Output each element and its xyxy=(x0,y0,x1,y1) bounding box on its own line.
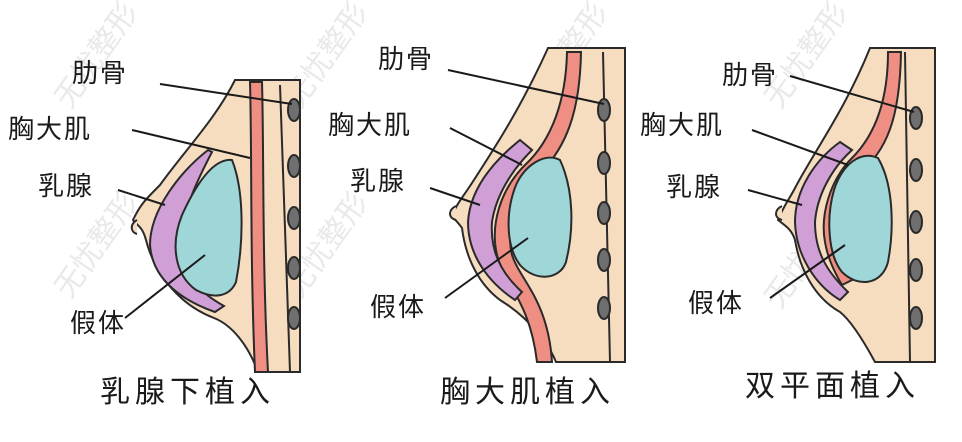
nipple xyxy=(130,219,138,235)
label-implant: 假体 xyxy=(688,289,744,319)
leader-lines xyxy=(429,69,605,299)
panel-dual-plane: 肋骨 胸大肌 乳腺 假体 双平面植入 xyxy=(640,47,936,404)
rib xyxy=(909,306,923,330)
mammary-gland xyxy=(793,140,854,302)
label-rib: 肋骨 xyxy=(72,59,128,89)
rib xyxy=(287,154,301,178)
rib xyxy=(909,158,923,182)
panel-caption: 乳腺下植入 xyxy=(100,375,275,410)
mammary-gland xyxy=(466,138,534,302)
leader-lines xyxy=(747,75,915,299)
chest-wall-line xyxy=(904,51,911,363)
label-pectoralis: 胸大肌 xyxy=(328,111,412,141)
label-gland: 乳腺 xyxy=(350,167,406,197)
leader-line-rib xyxy=(159,83,293,105)
leader-line-implant xyxy=(444,237,529,299)
watermark-text: 无忧整形 xyxy=(758,0,855,115)
rib xyxy=(597,248,611,272)
leader-line-pectoralis xyxy=(449,127,523,166)
leader-line-pectoralis xyxy=(751,129,849,166)
rib xyxy=(597,296,611,320)
nipple xyxy=(449,205,457,221)
panel-caption: 胸大肌植入 xyxy=(440,375,615,410)
leader-line-gland xyxy=(429,187,481,206)
leader-line-rib xyxy=(447,69,605,105)
panel-submuscular: 肋骨 胸大肌 乳腺 假体 胸大肌植入 xyxy=(328,45,626,410)
leader-line-gland xyxy=(747,189,803,206)
implant xyxy=(507,156,573,278)
leader-line-pectoralis xyxy=(131,129,251,159)
rib xyxy=(287,206,301,230)
rib xyxy=(287,98,301,122)
pectoralis-muscle xyxy=(248,81,270,373)
watermark-text: 无忧整形 xyxy=(48,0,145,115)
label-gland: 乳腺 xyxy=(38,172,94,202)
watermark-text: 无忧整形 xyxy=(48,186,145,304)
rib xyxy=(909,210,923,234)
label-pectoralis: 胸大肌 xyxy=(640,111,724,141)
rib xyxy=(597,201,611,225)
rib xyxy=(287,306,301,330)
leader-line-rib xyxy=(789,75,915,113)
label-rib: 肋骨 xyxy=(722,61,778,91)
rib-column xyxy=(287,98,301,330)
rib xyxy=(597,98,611,122)
leader-line-implant xyxy=(769,244,846,299)
leader-lines xyxy=(117,83,293,319)
leader-line-implant xyxy=(124,254,206,319)
rib xyxy=(909,106,923,130)
leader-line-gland xyxy=(117,189,166,206)
rib xyxy=(909,258,923,282)
label-implant: 假体 xyxy=(70,309,126,339)
label-gland: 乳腺 xyxy=(666,173,722,203)
nipple xyxy=(775,205,783,221)
panel-subglandular: 肋骨 胸大肌 乳腺 假体 乳腺下植入 xyxy=(8,59,301,410)
label-pectoralis: 胸大肌 xyxy=(8,115,92,145)
label-implant: 假体 xyxy=(370,293,426,323)
implant xyxy=(174,158,243,297)
label-rib: 肋骨 xyxy=(378,45,434,75)
rib xyxy=(287,256,301,280)
panel-caption: 双平面植入 xyxy=(745,369,920,404)
rib xyxy=(597,151,611,175)
rib-column xyxy=(597,98,611,320)
implant xyxy=(828,154,893,283)
